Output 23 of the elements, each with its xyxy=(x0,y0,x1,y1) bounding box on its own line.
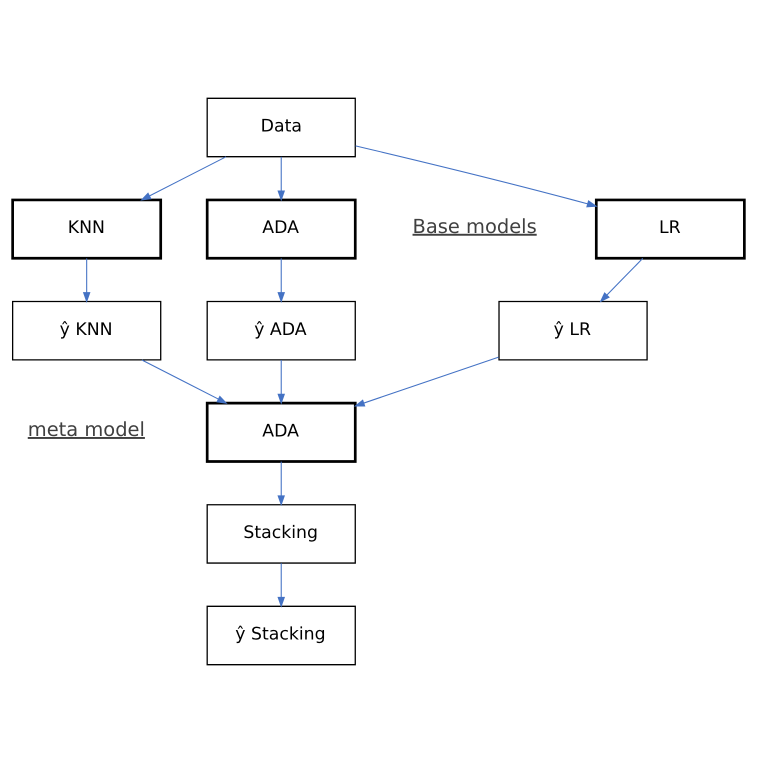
arrow xyxy=(82,258,90,302)
arrow xyxy=(277,562,286,608)
label: Base models xyxy=(412,214,537,238)
node-box: ADA xyxy=(206,198,357,260)
node-box: ŷ Stacking xyxy=(206,605,356,665)
node-box: ŷ ADA xyxy=(206,300,356,360)
node-box: Stacking xyxy=(206,504,356,564)
arrow xyxy=(354,356,499,406)
node-box: LR xyxy=(594,198,746,260)
node-box: Data xyxy=(206,97,356,157)
arrow xyxy=(355,144,598,207)
arrow xyxy=(277,360,286,404)
node-box: KNN xyxy=(11,198,162,260)
node-box: ŷ KNN xyxy=(12,300,162,360)
node-box: ADA xyxy=(206,401,357,462)
arrow xyxy=(277,461,286,506)
arrow xyxy=(600,258,644,302)
arrow xyxy=(140,156,226,200)
node-box: ŷ LR xyxy=(498,300,648,360)
arrow xyxy=(142,359,228,404)
arrow xyxy=(277,156,286,201)
arrow xyxy=(277,258,286,302)
label: meta model xyxy=(28,417,145,440)
